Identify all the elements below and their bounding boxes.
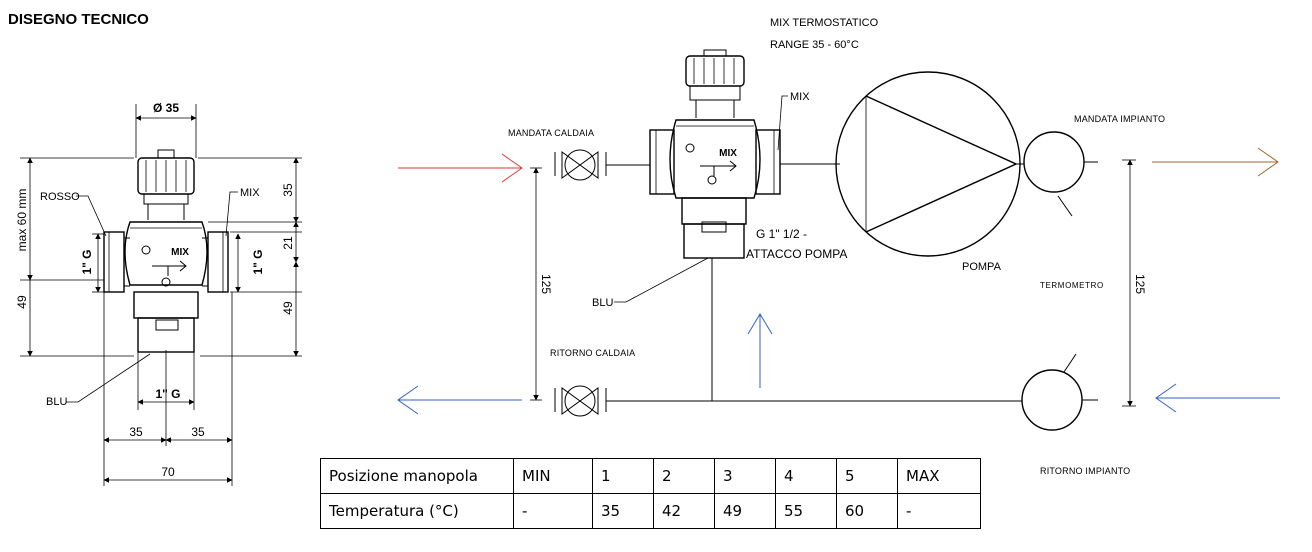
pump-symbol [835,71,1021,257]
table-cell: - [513,493,593,529]
return-thermometer [1021,353,1083,431]
table-cell: - [897,493,981,529]
thread-right-label: 1" G [251,249,265,274]
mix-title-line1: MIX TERMOSTATICO [770,17,879,29]
table-header-cell: MIN [513,458,593,494]
table-header-cell: Posizione manopola [320,458,514,494]
label-blu-left: BLU [46,396,67,408]
label-mix-left: MIX [240,187,260,199]
dim-bottom-left: 49 [15,295,29,309]
dim-125-left: 125 [539,274,553,294]
table-cell: 49 [714,493,776,529]
max-height-label: max 60 mm [15,189,29,252]
thread-left-label: 1" G [80,249,94,274]
table-header-cell: 2 [653,458,715,494]
system-schematic: MIX TERMOSTATICO RANGE 35 - 60°C 125 [397,17,1280,476]
thermostatic-mix-valve: MIX [649,49,781,259]
attacco-line2: ATTACCO POMPA [746,247,847,261]
table-row: Temperatura (°C) - 35 42 49 55 60 - [320,493,981,529]
hot-inlet-arrow [398,153,523,183]
table-header-cell: 4 [775,458,837,494]
page-title: DISEGNO TECNICO [8,11,149,28]
cold-outlet-arrow [397,385,522,415]
diameter-label: Ø 35 [153,101,179,115]
table-cell: Temperatura (°C) [320,493,514,529]
return-inlet-arrow [1155,383,1280,413]
label-rosso: ROSSO [40,191,80,203]
table-header-cell: 1 [592,458,654,494]
dim-top: 35 [281,183,295,197]
valve-body-mark: MIX [171,247,189,258]
label-mandata-impianto: MANDATA IMPIANTO [1074,114,1165,124]
return-valve-symbol [561,385,599,417]
label-termometro: TERMOMETRO [1040,281,1104,290]
dim-mid: 21 [281,236,295,250]
dim-bottom-right: 49 [281,301,295,315]
mix-title-line2: RANGE 35 - 60°C [770,39,859,51]
schematic-body-mark: MIX [719,148,737,159]
dim-half-right: 35 [191,425,205,439]
valve-drawing: Ø 35 MIX [15,101,302,486]
table-header-cell: 3 [714,458,776,494]
table-cell: 42 [653,493,715,529]
label-pompa: POMPA [962,261,1002,273]
supply-outlet-arrow [1152,147,1279,177]
label-ritorno-caldaia: RITORNO CALDAIA [550,348,635,358]
table-cell: 60 [836,493,898,529]
table-cell: 35 [592,493,654,529]
thread-bottom-label: 1" G [155,387,180,401]
dim-total-width: 70 [161,465,175,479]
label-blu-schematic: BLU [592,297,613,309]
supply-thermometer [1023,131,1085,217]
table-cell: 55 [775,493,837,529]
dim-125-right: 125 [1133,274,1147,294]
attacco-line1: G 1" 1/2 - [756,227,807,241]
dim-half-left: 35 [129,425,143,439]
label-mix-schematic: MIX [790,91,810,103]
supply-valve-symbol [561,149,599,181]
table-header-cell: MAX [897,458,981,494]
flow-up-arrow [747,313,773,388]
table-row: Posizione manopola MIN 1 2 3 4 5 MAX [320,458,981,494]
label-ritorno-impianto: RITORNO IMPIANTO [1040,466,1130,476]
table-header-cell: 5 [836,458,898,494]
label-mandata-caldaia: MANDATA CALDAIA [508,128,594,138]
temperature-table: Posizione manopola MIN 1 2 3 4 5 MAX Tem… [320,458,981,529]
